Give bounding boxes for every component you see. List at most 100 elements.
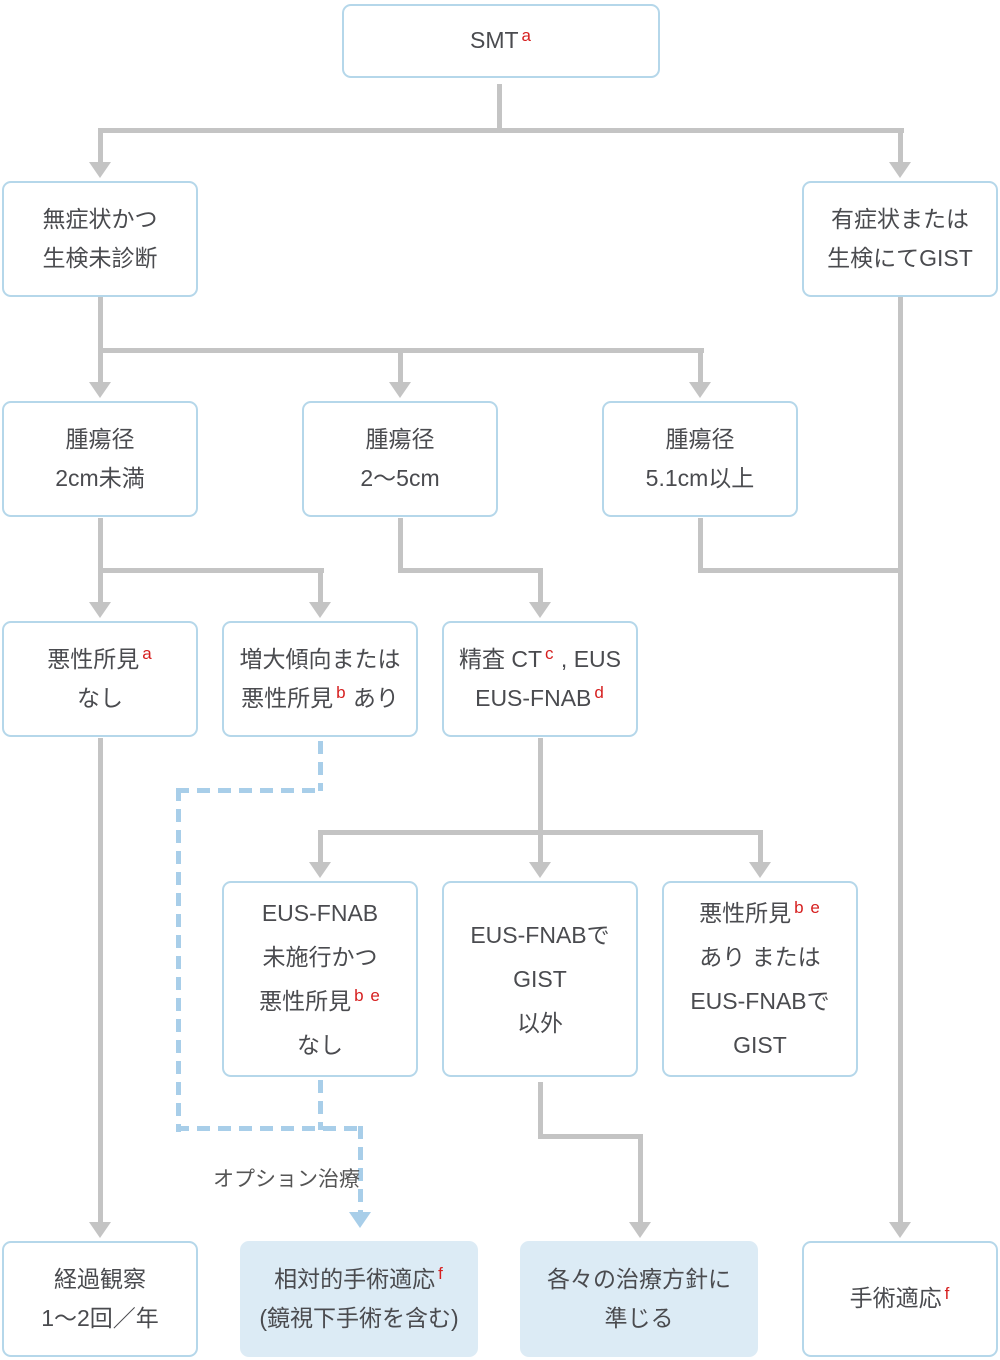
node-label: あり (346, 685, 399, 711)
node-label: 以外 (517, 1010, 563, 1037)
flow-arrow (529, 862, 551, 878)
footnote-sup: b e (794, 898, 821, 918)
flow-line (98, 568, 103, 604)
flow-arrow (529, 602, 551, 618)
node-label: (鏡視下手術を含む) (259, 1305, 459, 1331)
node-label: SMT (469, 27, 519, 54)
flow-line (538, 830, 543, 864)
node-followup: 経過観察 1〜2回／年 (2, 1241, 198, 1357)
node-size-under-2cm: 腫瘍径 2cm未満 (2, 401, 198, 517)
node-size-2-5cm: 腫瘍径 2〜5cm (302, 401, 498, 517)
node-label: 未施行かつ (262, 943, 378, 970)
flow-arrow (309, 862, 331, 878)
node-size-over-5cm: 腫瘍径 5.1cm以上 (602, 401, 798, 517)
flow-line (98, 128, 103, 164)
dashed-flow-line (358, 1126, 363, 1214)
node-label: 生検にてGIST (827, 245, 973, 271)
flow-line (398, 568, 543, 573)
flow-arrow (889, 1222, 911, 1238)
node-label: 悪性所見 (259, 988, 352, 1014)
node-label: 準じる (604, 1305, 674, 1331)
node-label: 有症状または (831, 205, 969, 232)
node-label: あり または (699, 943, 821, 970)
flow-line (698, 568, 903, 573)
node-label: 2cm未満 (55, 465, 145, 491)
node-label: 腫瘍径 (65, 425, 135, 452)
flow-arrow (89, 602, 111, 618)
flow-line (898, 128, 903, 164)
footnote-sup: a (521, 25, 533, 45)
node-label: 経過観察 (54, 1265, 146, 1292)
flow-arrow (89, 382, 111, 398)
flow-line (318, 568, 323, 604)
node-label: 悪性所見 (47, 645, 140, 672)
flow-line (98, 128, 904, 133)
node-label: 相対的手術適応 (274, 1265, 436, 1292)
flow-line (398, 348, 403, 384)
flow-arrow (89, 1222, 111, 1238)
dashed-flow-line (176, 1126, 362, 1131)
node-label: EUS-FNAB (261, 899, 379, 926)
node-label: 腫瘍径 (665, 425, 735, 452)
node-label: 5.1cm以上 (645, 465, 755, 491)
node-label: 精査 CT (458, 645, 543, 672)
node-label: 各々の治療方針に (547, 1265, 731, 1292)
label-option-treatment: オプション治療 (213, 1168, 360, 1191)
flow-arrow (749, 862, 771, 878)
node-fnab-non-gist: EUS-FNABで GIST 以外 (442, 881, 638, 1077)
node-label: なし (297, 1032, 343, 1059)
node-label: 悪性所見 (699, 899, 792, 926)
node-label: EUS-FNABで (690, 988, 830, 1014)
flow-line (698, 348, 703, 384)
footnote-sup: d (594, 683, 605, 703)
flow-line (497, 84, 502, 130)
node-label: EUS-FNAB (475, 685, 592, 711)
flow-line (698, 518, 703, 571)
node-label: 生検未診断 (42, 245, 158, 271)
node-label: 2〜5cm (360, 465, 440, 491)
flow-line (318, 830, 323, 864)
node-follow-treatment-policy: 各々の治療方針に 準じる (520, 1241, 758, 1357)
node-label: なし (77, 685, 123, 711)
node-label: 1〜2回／年 (41, 1305, 159, 1331)
dashed-flow-line (176, 788, 181, 1132)
node-label: 腫瘍径 (365, 425, 435, 452)
node-label: GIST (513, 965, 567, 992)
footnote-sup: b e (354, 986, 381, 1006)
flow-line (538, 1082, 543, 1137)
flow-line (758, 830, 763, 864)
node-label: EUS-FNABで (470, 921, 610, 948)
node-label: , EUS (554, 645, 622, 672)
dashed-flow-line (318, 1080, 323, 1130)
flow-arrow (629, 1222, 651, 1238)
flow-line (898, 297, 903, 1224)
flow-arrow (389, 382, 411, 398)
flow-line (98, 518, 103, 571)
flow-arrow (889, 162, 911, 178)
flow-line (98, 568, 324, 573)
dashed-flow-arrow (349, 1212, 371, 1228)
flow-line (538, 1134, 641, 1139)
flow-line (98, 738, 103, 1224)
footnote-sup: b (336, 683, 347, 703)
node-label: 悪性所見 (241, 685, 334, 711)
flow-line (98, 297, 103, 351)
footnote-sup: f (944, 1283, 951, 1303)
dashed-flow-line (318, 741, 323, 791)
node-label: 手術適応 (849, 1285, 942, 1312)
flow-line (98, 348, 103, 384)
flow-arrow (689, 382, 711, 398)
flow-line (538, 568, 543, 604)
node-label: 無症状かつ (42, 205, 158, 232)
flow-line (398, 518, 403, 571)
dashed-flow-line (176, 788, 322, 793)
node-label: GIST (733, 1032, 787, 1059)
